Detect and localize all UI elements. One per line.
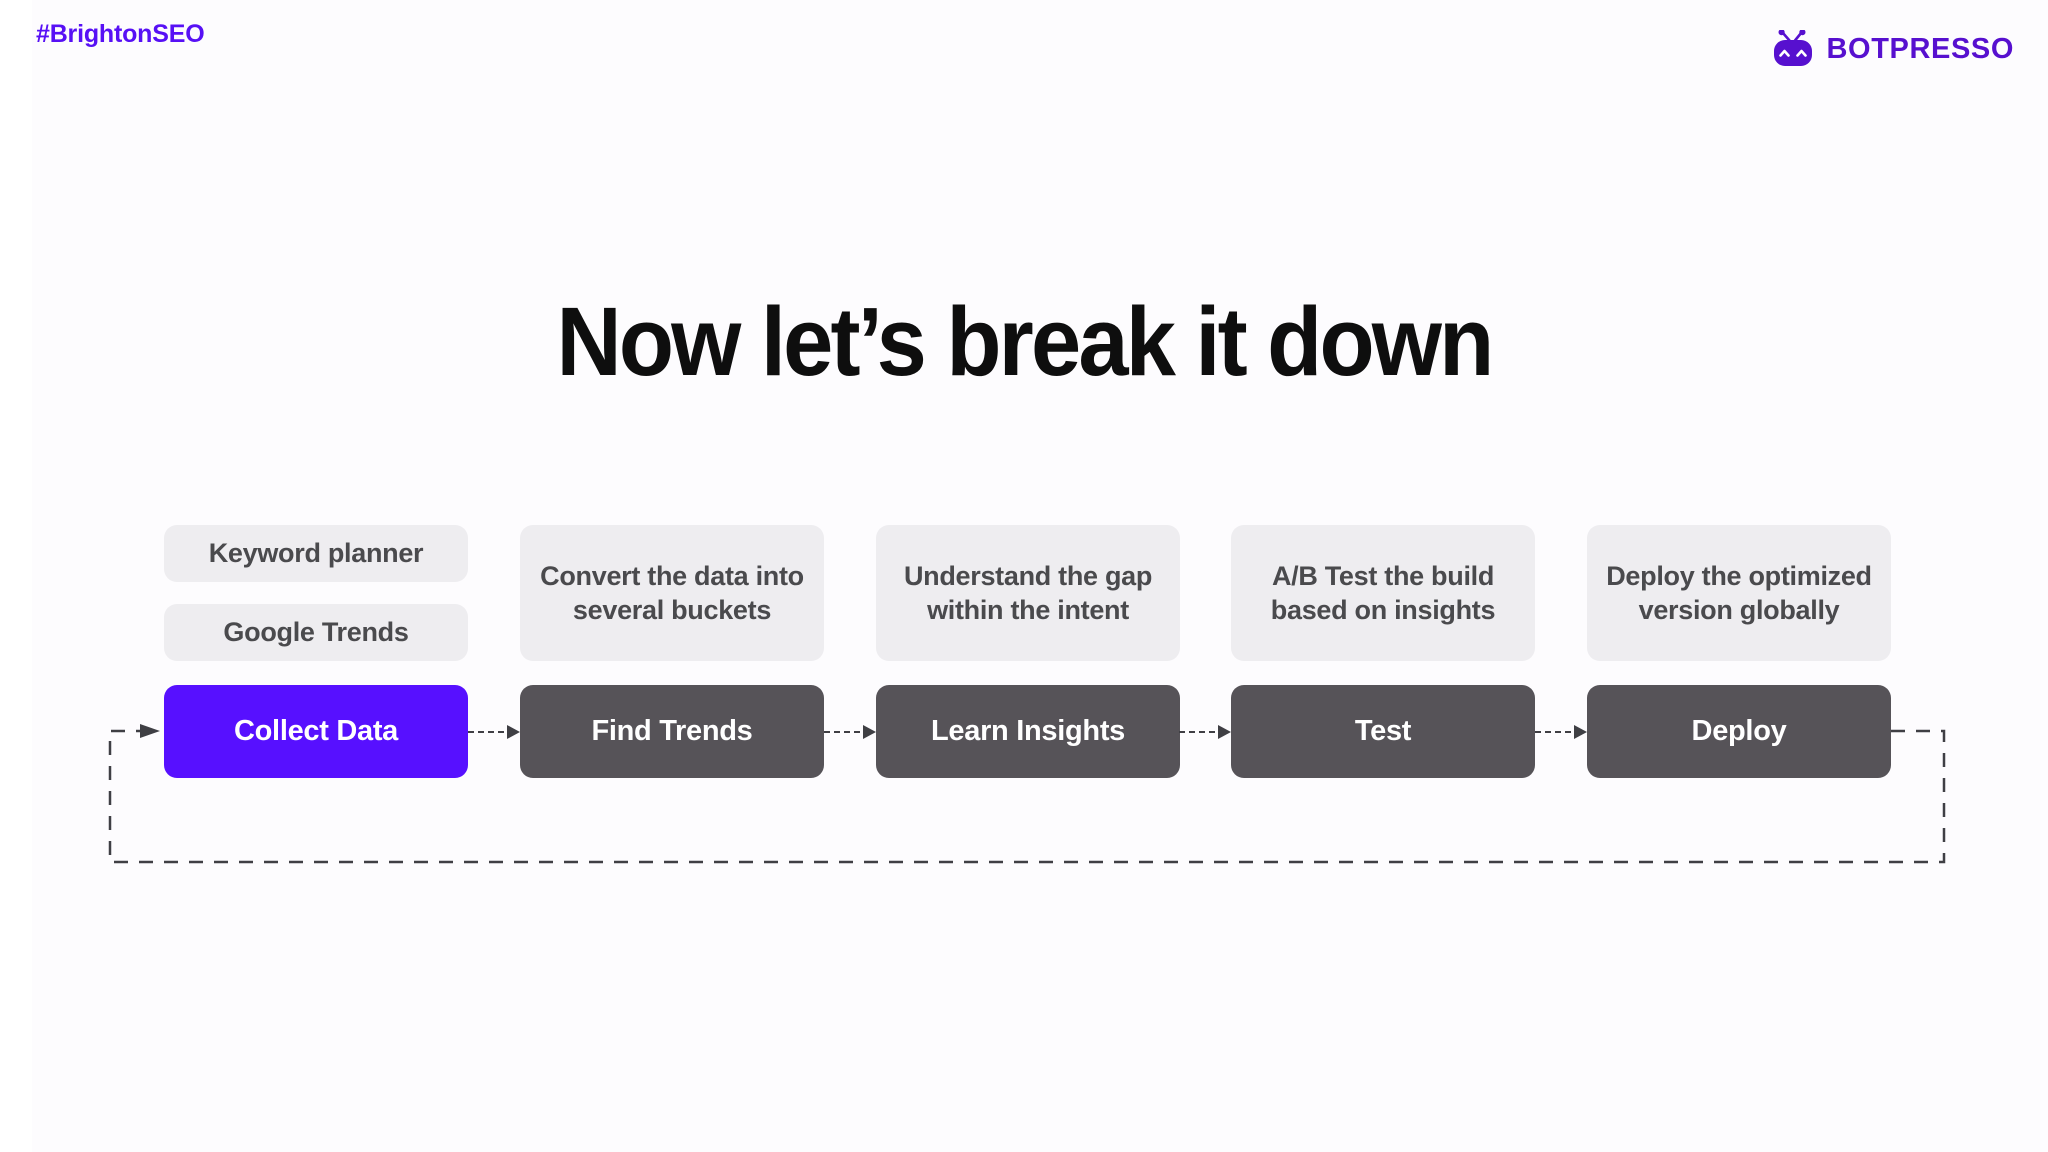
botpresso-robot-icon	[1773, 30, 1812, 66]
detail-stack-find-trends: Convert the data into several buckets	[520, 525, 824, 661]
arrowhead-icon	[1218, 725, 1231, 739]
process-step-find-trends[interactable]: Find Trends	[520, 685, 824, 778]
arrow-connector-icon	[1179, 725, 1231, 739]
brand-name: BOTPRESSO	[1826, 32, 2014, 65]
arrow-connector-icon	[1535, 725, 1587, 739]
arrowhead-icon	[863, 725, 876, 739]
arrowhead-icon	[507, 725, 520, 739]
detail-card: A/B Test the build based on insights	[1231, 525, 1535, 661]
detail-stack-test: A/B Test the build based on insights	[1231, 525, 1535, 661]
slide-title: Now let’s break it down	[556, 287, 1495, 396]
detail-card: Deploy the optimized version globally	[1587, 525, 1891, 661]
process-step-collect-data[interactable]: Collect Data	[164, 685, 468, 778]
event-hashtag: #BrightonSEO	[36, 20, 205, 48]
connector-dash	[1535, 731, 1571, 733]
arrowhead-icon	[1574, 725, 1587, 739]
process-step-test[interactable]: Test	[1231, 685, 1535, 778]
detail-stack-collect-data: Keyword planner Google Trends	[164, 525, 468, 661]
connector-dash	[824, 731, 860, 733]
detail-card: Understand the gap within the intent	[876, 525, 1180, 661]
connector-dash	[1179, 731, 1215, 733]
connector-dash	[468, 731, 504, 733]
detail-card: Keyword planner	[164, 525, 468, 582]
process-step-deploy[interactable]: Deploy	[1587, 685, 1891, 778]
detail-card: Convert the data into several buckets	[520, 525, 824, 661]
detail-stack-deploy: Deploy the optimized version globally	[1587, 525, 1891, 661]
process-flow-diagram: Keyword planner Google Trends Collect Da…	[0, 500, 2048, 900]
arrow-connector-icon	[824, 725, 876, 739]
detail-card: Google Trends	[164, 604, 468, 661]
arrow-connector-icon	[468, 725, 520, 739]
process-step-learn-insights[interactable]: Learn Insights	[876, 685, 1180, 778]
detail-stack-learn-insights: Understand the gap within the intent	[876, 525, 1180, 661]
botpresso-logo: BOTPRESSO	[1770, 30, 2015, 68]
